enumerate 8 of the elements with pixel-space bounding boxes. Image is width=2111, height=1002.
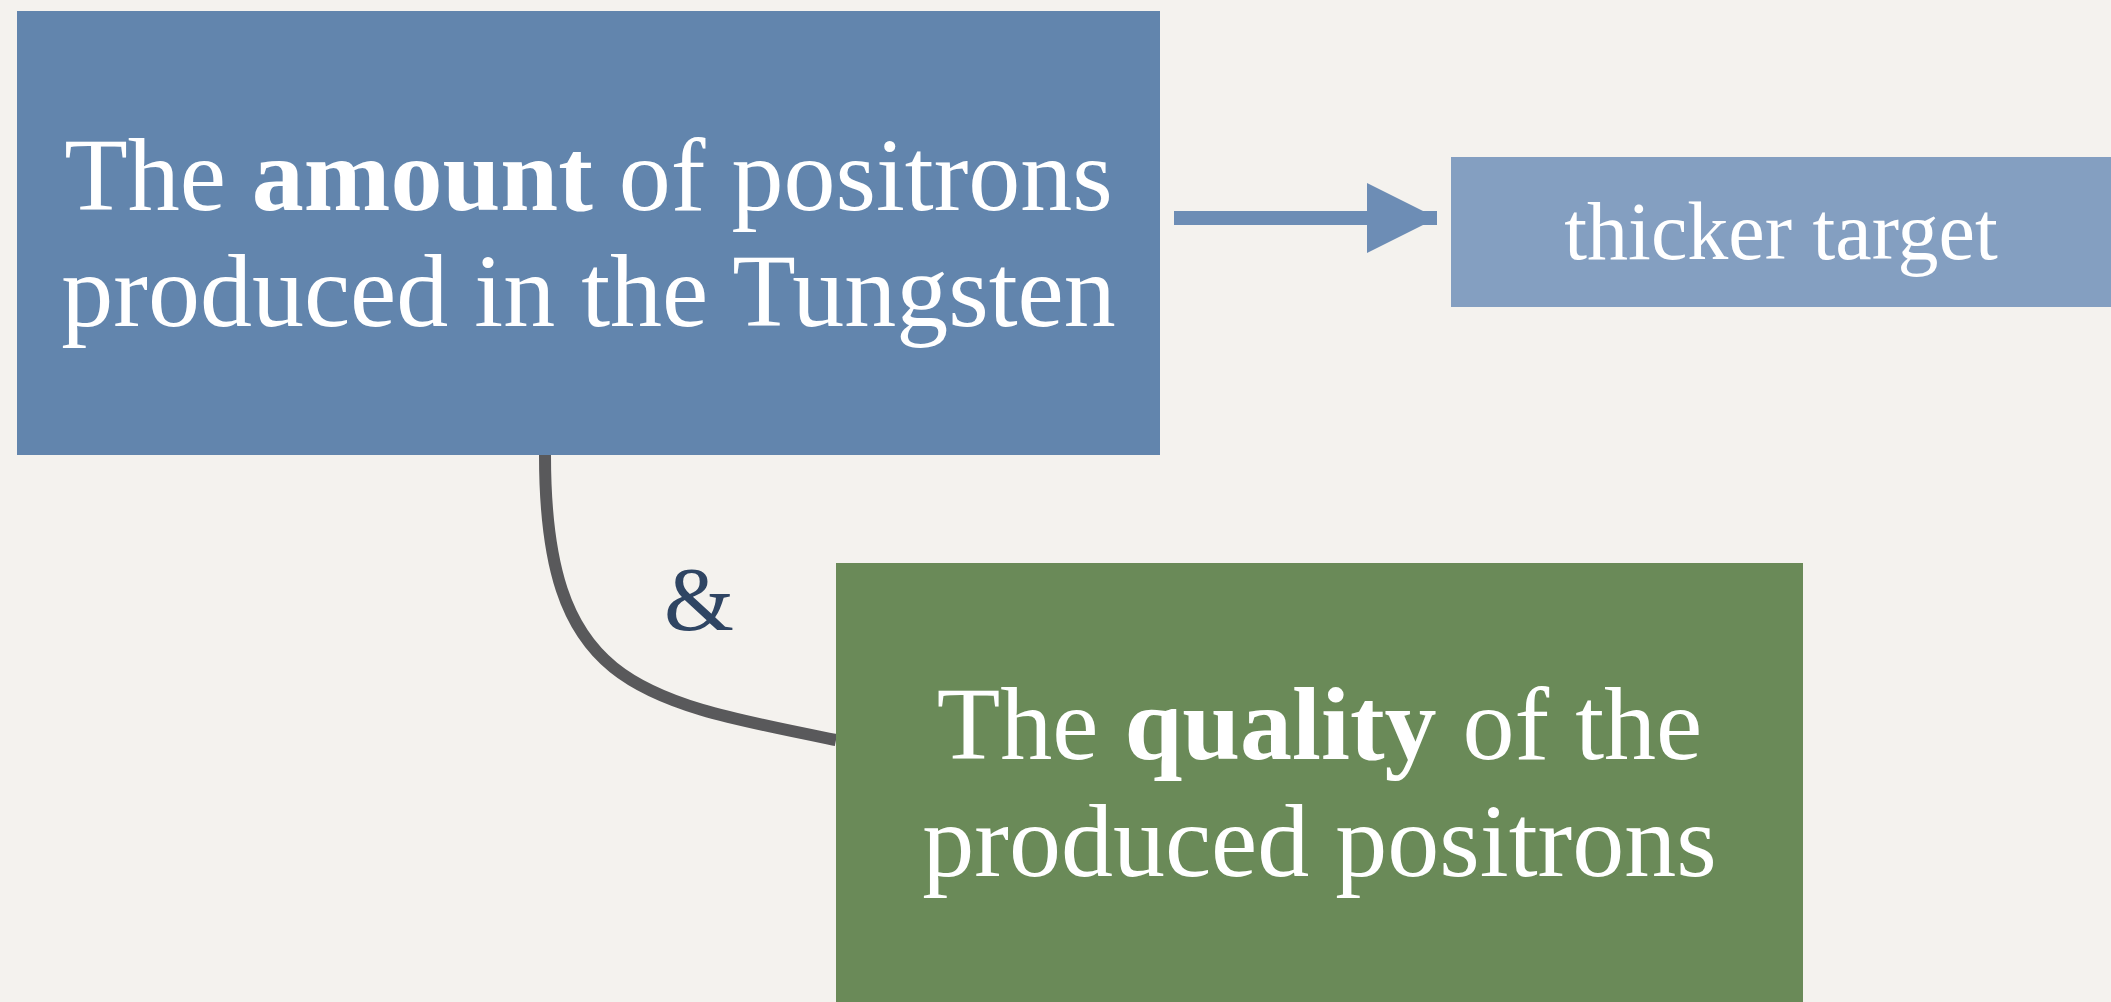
process-box — [17, 11, 1160, 455]
result-box — [1451, 157, 2111, 307]
arrow — [1174, 183, 1437, 253]
box-text: The quality of the produced positrons — [921, 666, 1718, 899]
connector-line — [539, 454, 838, 746]
box-text: thicker target — [1564, 186, 1998, 278]
box-text: The amount of positrons produced in the Tungsten — [60, 116, 1117, 350]
process-box — [836, 563, 1803, 1002]
